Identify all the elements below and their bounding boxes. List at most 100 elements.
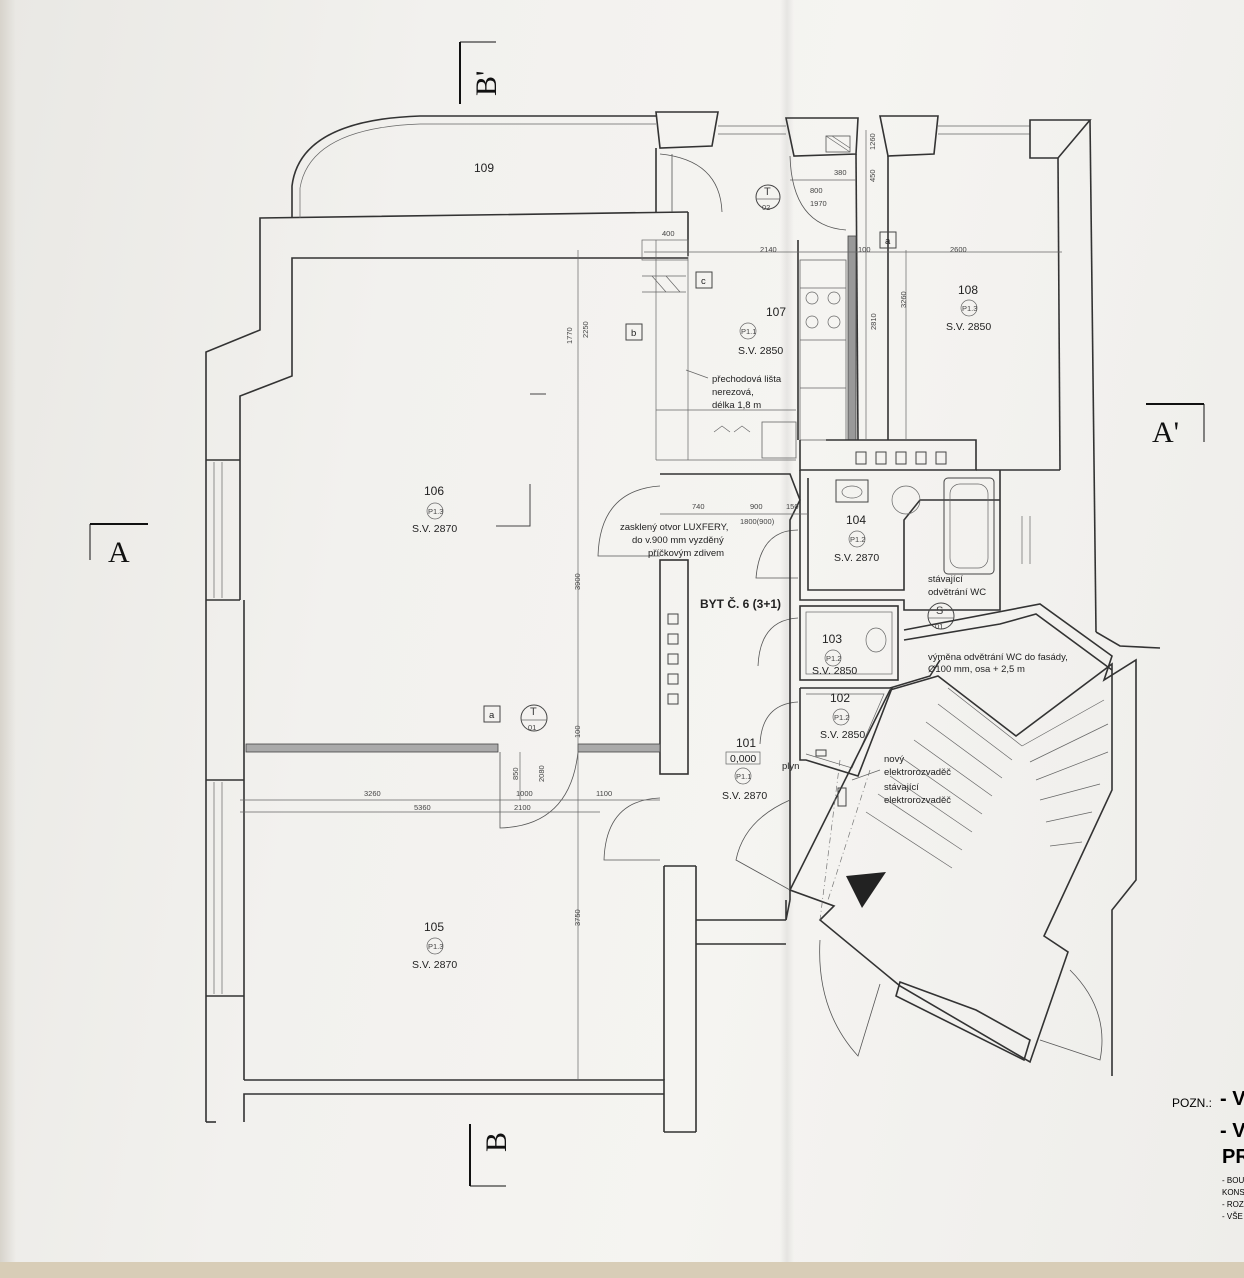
svg-text:a: a [489, 710, 495, 721]
svg-text:stávající: stávající [928, 574, 963, 585]
svg-text:2810: 2810 [869, 313, 878, 330]
svg-text:01: 01 [935, 622, 943, 631]
svg-text:zasklený otvor LUXFERY,: zasklený otvor LUXFERY, [620, 522, 728, 533]
svg-text:450: 450 [868, 169, 877, 182]
notes-small-1: - BOU [1222, 1176, 1244, 1185]
svg-text:2080: 2080 [537, 765, 546, 782]
notes-line-3: PR [1222, 1146, 1244, 1168]
svg-text:1000: 1000 [516, 789, 533, 798]
partition-106-105: a T 01 [245, 704, 661, 829]
sheet-left-edge [0, 0, 16, 1278]
notes-line-1: - V [1220, 1088, 1244, 1110]
svg-text:3260: 3260 [899, 291, 908, 308]
section-marker-a-right: A' [1146, 403, 1205, 449]
svg-text:5360: 5360 [414, 803, 431, 812]
svg-text:P1.3: P1.3 [428, 507, 443, 516]
svg-text:105: 105 [424, 920, 444, 934]
notes-small-3: - ROZ [1222, 1200, 1244, 1209]
svg-text:odvětrání WC: odvětrání WC [928, 587, 986, 598]
section-marker-b-top: B' [459, 41, 503, 104]
svg-text:1770: 1770 [565, 327, 574, 344]
svg-text:BYT Č. 6 (3+1): BYT Č. 6 (3+1) [700, 596, 781, 611]
vent-shaft-row [799, 439, 977, 471]
svg-text:850: 850 [511, 767, 520, 780]
svg-text:P1.2: P1.2 [826, 654, 841, 663]
svg-text:380: 380 [834, 168, 847, 177]
svg-text:elektrorozvaděč: elektrorozvaděč [884, 795, 951, 806]
svg-text:přechodová lišta: přechodová lišta [712, 374, 782, 385]
svg-text:do v.900 mm vyzděný: do v.900 mm vyzděný [632, 535, 724, 546]
svg-text:2140: 2140 [760, 245, 777, 254]
svg-text:c: c [701, 276, 706, 287]
svg-text:1260: 1260 [868, 133, 877, 150]
svg-text:400: 400 [662, 229, 675, 238]
svg-text:1800(900): 1800(900) [740, 517, 775, 526]
svg-text:S.V. 2850: S.V. 2850 [812, 665, 857, 677]
svg-text:T: T [530, 706, 537, 718]
svg-text:100: 100 [573, 725, 582, 738]
tag-c: c [695, 271, 713, 289]
svg-text:740: 740 [692, 502, 705, 511]
svg-text:1100: 1100 [596, 789, 612, 798]
svg-text:P1.3: P1.3 [962, 304, 977, 313]
svg-text:A': A' [1152, 416, 1179, 449]
svg-text:3750: 3750 [573, 909, 582, 926]
svg-text:150: 150 [786, 502, 799, 511]
top-walls [655, 111, 1097, 633]
room-106: 106 P1.3 S.V. 2870 [412, 393, 546, 535]
section-marker-b-bottom: B [469, 1124, 513, 1187]
svg-text:102: 102 [830, 691, 850, 705]
staircase: nový elektrorozvaděč stávající elektroro… [735, 603, 1161, 1076]
svg-text:107: 107 [766, 305, 786, 319]
svg-text:a: a [885, 236, 891, 247]
svg-text:S.V. 2850: S.V. 2850 [946, 321, 991, 333]
svg-text:900: 900 [750, 502, 763, 511]
svg-text:103: 103 [822, 632, 842, 646]
storage-102: 102 P1.2 S.V. 2850 plyn [759, 687, 894, 777]
svg-text:T: T [764, 186, 771, 198]
svg-text:nerezová,: nerezová, [712, 387, 754, 398]
svg-text:01: 01 [528, 723, 536, 732]
notes-label: POZN.: [1172, 1096, 1213, 1110]
svg-text:P1.3: P1.3 [428, 942, 443, 951]
svg-text:2600: 2600 [950, 245, 967, 254]
svg-text:P1.1: P1.1 [741, 327, 756, 336]
svg-text:02: 02 [762, 203, 770, 212]
svg-text:100: 100 [858, 245, 871, 254]
svg-text:P1.1: P1.1 [736, 772, 751, 781]
bathroom-104: 104 P1.2 S.V. 2870 stávající odvětrání W… [755, 470, 1001, 631]
svg-text:S.V. 2870: S.V. 2870 [834, 552, 879, 564]
svg-text:P1.2: P1.2 [850, 535, 865, 544]
svg-text:S.V. 2850: S.V. 2850 [738, 345, 783, 357]
svg-text:S.V. 2870: S.V. 2870 [412, 523, 457, 535]
svg-text:nový: nový [884, 754, 904, 765]
section-marker-a-left: A [89, 523, 148, 569]
svg-text:délka 1,8 m: délka 1,8 m [712, 400, 761, 411]
svg-text:106: 106 [424, 484, 444, 498]
table-surface [0, 1262, 1244, 1278]
svg-text:0,000: 0,000 [730, 753, 756, 765]
dimension-lines: 400 2140 100 2600 380 1260 450 800 1970 … [240, 130, 1062, 1080]
svg-text:S: S [936, 605, 943, 617]
svg-text:B: B [480, 1132, 513, 1152]
room-105: 105 P1.3 S.V. 2870 [412, 920, 457, 971]
svg-text:2250: 2250 [581, 321, 590, 338]
svg-text:B': B' [470, 71, 503, 96]
tag-b: b [625, 323, 643, 341]
svg-text:3260: 3260 [364, 789, 381, 798]
svg-text:S.V. 2870: S.V. 2870 [412, 959, 457, 971]
svg-text:příčkovým zdivem: příčkovým zdivem [648, 548, 724, 559]
svg-text:800: 800 [810, 186, 823, 195]
kitchen-107: 107 P1.1 S.V. 2850 přechodová lišta nere… [641, 153, 847, 461]
exterior-walls [205, 211, 786, 1133]
svg-text:S.V. 2850: S.V. 2850 [820, 729, 865, 741]
svg-text:A: A [108, 536, 130, 569]
svg-text:stávající: stávající [884, 782, 919, 793]
svg-text:2100: 2100 [514, 803, 531, 812]
svg-text:Ø100 mm, osa + 2,5 m: Ø100 mm, osa + 2,5 m [928, 664, 1025, 675]
room-108: 108 P1.3 S.V. 2850 a [789, 155, 991, 333]
wc-103: 103 P1.2 S.V. 2850 výměna odvětrání WC d… [757, 605, 1068, 681]
hall-101: 101 0,000 P1.1 S.V. 2870 BYT Č. 6 (3+1) … [597, 473, 801, 921]
svg-text:1970: 1970 [810, 199, 827, 208]
